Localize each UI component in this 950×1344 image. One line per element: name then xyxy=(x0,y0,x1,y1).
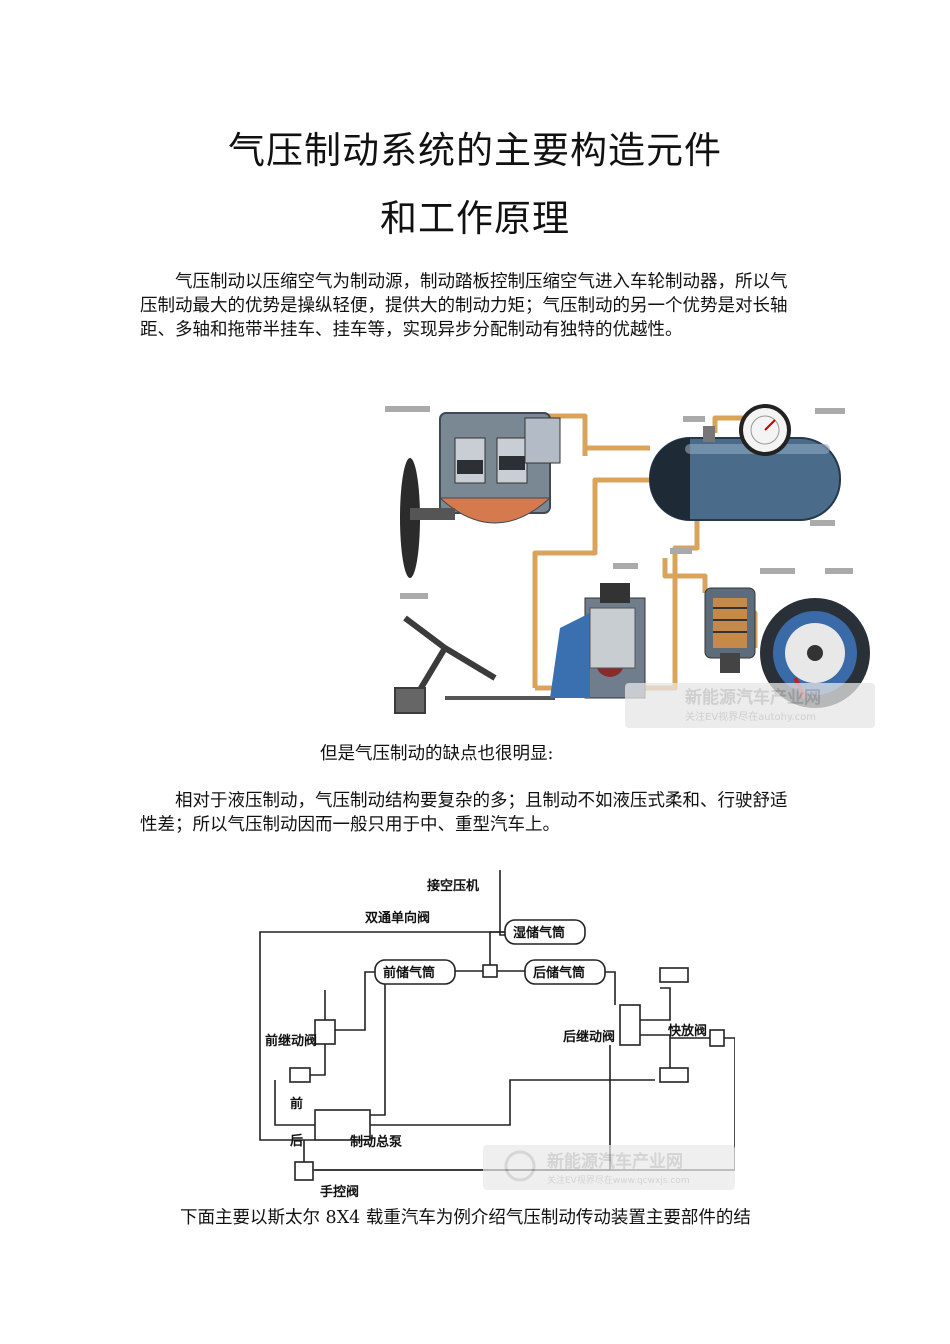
air-brake-system-illustration: 新能源汽车产业网 关注EV视界尽在autohy.com xyxy=(385,404,875,728)
label-quick-release: 快放阀 xyxy=(668,1023,707,1039)
air-brake-schematic: 接空压机 双通单向阀 湿储气筒 前储气筒 后储气筒 前继动阀 后继动阀 快放阀 … xyxy=(259,870,735,1200)
label-rear-relay: 后继动阀 xyxy=(563,1029,615,1045)
svg-text:新能源汽车产业网: 新能源汽车产业网 xyxy=(685,687,821,708)
control-valve-icon xyxy=(550,583,646,699)
label-front: 前 xyxy=(290,1096,303,1112)
page-title: 气压制动系统的主要构造元件 xyxy=(228,129,722,172)
label-compressor: 接空压机 xyxy=(427,878,479,894)
brake-chamber-icon xyxy=(704,587,756,673)
svg-text:关注EV视界尽在www.qcwxjs.com: 关注EV视界尽在www.qcwxjs.com xyxy=(547,1174,690,1186)
label-dual-check-valve: 双通单向阀 xyxy=(365,910,430,926)
label-rear-tank: 后储气筒 xyxy=(533,965,585,981)
label-rear: 后 xyxy=(290,1133,303,1149)
paragraph-disadvantage-lead: 但是气压制动的缺点也很明显: xyxy=(320,744,554,764)
watermark: 新能源汽车产业网 关注EV视界尽在autohy.com xyxy=(625,683,875,728)
label-front-relay: 前继动阀 xyxy=(265,1033,317,1049)
paragraph-trailing: 下面主要以斯太尔 8X4 载重汽车为例介绍气压制动传动装置主要部件的结 xyxy=(180,1208,751,1228)
page-subtitle: 和工作原理 xyxy=(380,197,570,240)
svg-text:关注EV视界尽在autohy.com: 关注EV视界尽在autohy.com xyxy=(685,710,816,723)
label-wet-tank: 湿储气筒 xyxy=(513,925,565,941)
compressor-icon xyxy=(400,412,561,578)
paragraph-disadvantage: 相对于液压制动，气压制动结构要复杂的多；且制动不如液压式柔和、行驶舒适性差；所以… xyxy=(140,791,788,835)
label-hand-valve: 手控阀 xyxy=(320,1184,359,1200)
label-front-tank: 前储气筒 xyxy=(383,965,435,981)
label-brake-master: 制动总泵 xyxy=(350,1134,402,1150)
svg-text:新能源汽车产业网: 新能源汽车产业网 xyxy=(547,1151,683,1172)
brake-pedal-icon xyxy=(394,615,555,714)
brake-drum-icon xyxy=(760,598,870,708)
watermark: 新能源汽车产业网 关注EV视界尽在www.qcwxjs.com xyxy=(483,1145,735,1190)
air-reservoir-icon xyxy=(649,404,841,521)
paragraph-intro: 气压制动以压缩空气为制动源，制动踏板控制压缩空气进入车轮制动器，所以气压制动最大… xyxy=(140,272,788,340)
